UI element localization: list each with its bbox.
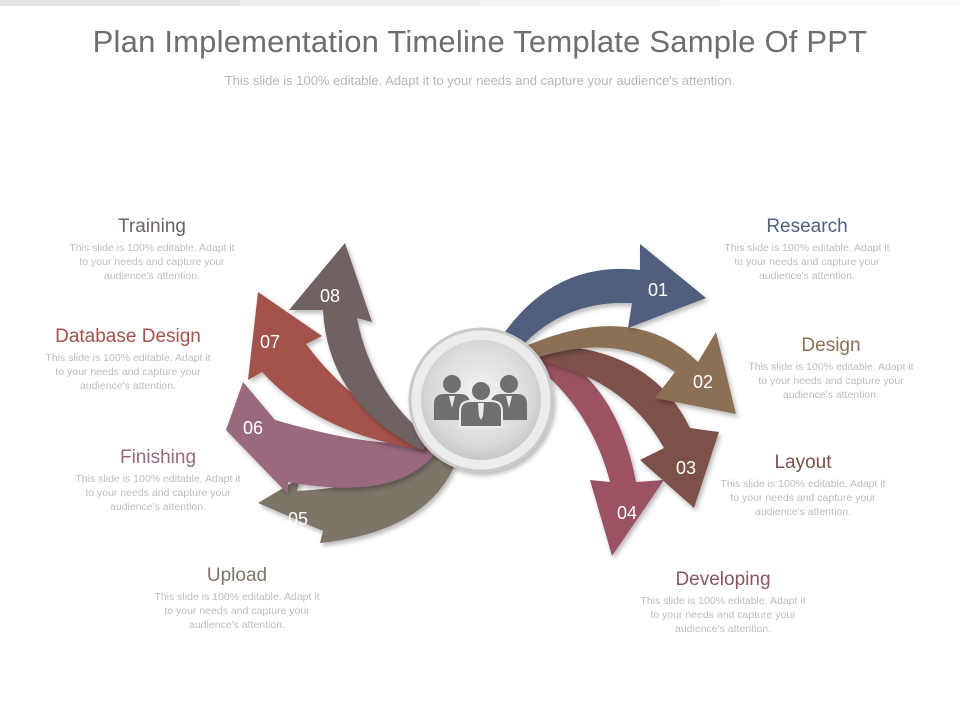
step-label-07: Database Design This slide is 100% edita… bbox=[33, 326, 223, 393]
step-label-04: Developing This slide is 100% editable. … bbox=[628, 569, 818, 636]
step-number-04: 04 bbox=[617, 503, 637, 523]
step-description: This slide is 100% editable. Adapt it to… bbox=[748, 361, 914, 401]
slide-title: Plan Implementation Timeline Template Sa… bbox=[92, 24, 868, 59]
step-number-05: 05 bbox=[288, 509, 308, 529]
arrow-04 bbox=[528, 348, 664, 556]
arrow-02 bbox=[528, 326, 736, 414]
step-description: This slide is 100% editable. Adapt it to… bbox=[45, 352, 211, 392]
step-heading: Layout bbox=[774, 452, 832, 473]
step-number-03: 03 bbox=[676, 458, 696, 478]
step-label-01: Research This slide is 100% editable. Ad… bbox=[712, 216, 902, 283]
step-heading: Developing bbox=[675, 569, 771, 590]
step-heading: Upload bbox=[206, 565, 268, 586]
step-heading: Finishing bbox=[119, 447, 197, 468]
arrow-03 bbox=[535, 345, 719, 508]
step-heading: Research bbox=[766, 216, 848, 237]
step-description: This slide is 100% editable. Adapt it to… bbox=[69, 242, 235, 282]
arrow-06 bbox=[226, 382, 436, 494]
arrow-01 bbox=[502, 244, 706, 346]
step-label-05: Upload This slide is 100% editable. Adap… bbox=[142, 565, 332, 632]
step-description: This slide is 100% editable. Adapt it to… bbox=[154, 591, 320, 631]
step-number-01: 01 bbox=[648, 280, 668, 300]
slide-subtitle: This slide is 100% editable. Adapt it to… bbox=[224, 73, 736, 88]
step-label-02: Design This slide is 100% editable. Adap… bbox=[736, 335, 926, 402]
people-group-icon bbox=[434, 375, 527, 428]
arrow-08 bbox=[289, 243, 432, 450]
top-accent-bar bbox=[0, 0, 960, 6]
step-heading: Design bbox=[801, 335, 861, 356]
step-number-07: 07 bbox=[260, 332, 280, 352]
step-description: This slide is 100% editable. Adapt it to… bbox=[640, 595, 806, 635]
step-number-06: 06 bbox=[243, 418, 263, 438]
step-heading: Database Design bbox=[55, 326, 201, 347]
step-label-06: Finishing This slide is 100% editable. A… bbox=[63, 447, 253, 514]
step-number-02: 02 bbox=[693, 372, 713, 392]
step-description: This slide is 100% editable. Adapt it to… bbox=[75, 473, 241, 513]
step-label-08: Training This slide is 100% editable. Ad… bbox=[57, 216, 247, 283]
step-label-03: Layout This slide is 100% editable. Adap… bbox=[708, 452, 898, 519]
arrow-07 bbox=[248, 292, 425, 450]
step-heading: Training bbox=[118, 216, 186, 237]
step-description: This slide is 100% editable. Adapt it to… bbox=[724, 242, 890, 282]
step-description: This slide is 100% editable. Adapt it to… bbox=[720, 478, 886, 518]
step-number-08: 08 bbox=[320, 286, 340, 306]
